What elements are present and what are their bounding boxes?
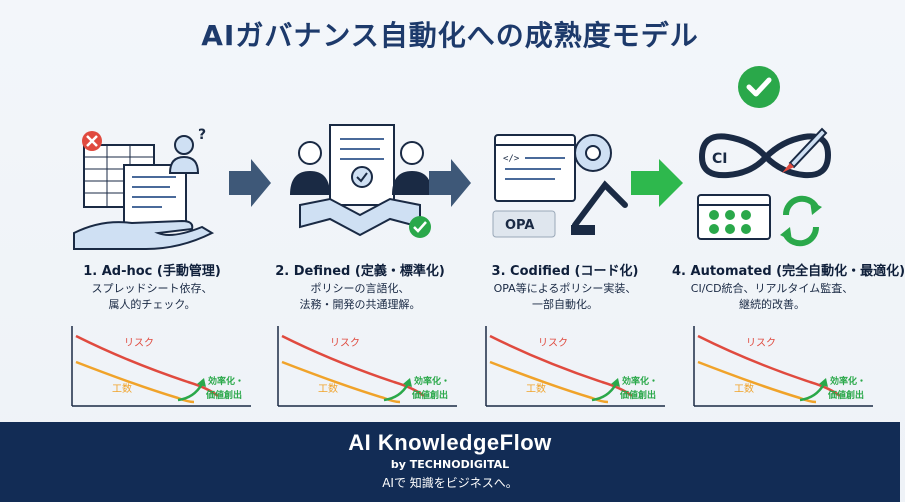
risk-label: リスク (330, 337, 360, 349)
stage-desc-line: 属人的チェック。 (108, 298, 196, 311)
risk-label: リスク (746, 337, 776, 349)
effort-label: 工数 (112, 382, 132, 395)
benefit-label: 価値創出 (411, 389, 448, 401)
page-title: AIガバナンス自動化への成熟度モデル (201, 19, 699, 52)
svg-text:</>: </> (503, 154, 520, 164)
mini-trend-chart: リスク 工数 効率化・ 価値創出 (277, 326, 457, 407)
risk-label: リスク (124, 337, 154, 349)
benefit-label: 効率化・ (414, 375, 450, 387)
mini-trend-chart: リスク 工数 効率化・ 価値創出 (485, 326, 665, 407)
stage-desc: ポリシーの言語化、 法務・開発の共通理解。 (260, 281, 460, 313)
stage-desc-line: スプレッドシート依存、 (91, 282, 213, 295)
svg-text:?: ? (198, 127, 206, 143)
ci-label: CI (712, 151, 727, 167)
stage-desc: OPA等によるポリシー実装、 一部自動化。 (465, 281, 665, 313)
stage-desc: スプレッドシート依存、 属人的チェック。 (52, 281, 252, 313)
benefit-label: 価値創出 (205, 389, 242, 401)
effort-label: 工数 (318, 382, 338, 395)
effort-label: 工数 (734, 382, 754, 395)
spreadsheet-hand-icon: ? (73, 127, 215, 250)
stage-title: 3. Codified (コード化) (491, 264, 639, 279)
effort-label: 工数 (526, 382, 546, 395)
stage-desc-line: OPA等によるポリシー実装、 (493, 282, 637, 295)
stage-desc-line: 法務・開発の共通理解。 (299, 298, 421, 311)
benefit-label: 効率化・ (622, 375, 658, 387)
arrow-right-green-icon (631, 159, 683, 207)
brand-byline: by TECHNODIGITAL (390, 458, 510, 471)
brand-tagline: AIで 知識をビジネスへ。 (382, 476, 518, 490)
ci-rocket-sync-icon: CI (697, 127, 832, 247)
arrow-right-icon (229, 159, 271, 207)
stage-desc: CI/CD統合、リアルタイム監査、 継続的改善。 (672, 281, 872, 313)
mini-trend-chart: リスク 工数 効率化・ 価値創出 (693, 326, 873, 407)
stage-desc-line: ポリシーの言語化、 (310, 282, 410, 295)
brand-name: AI KnowledgeFlow (348, 430, 552, 455)
stage-title: 2. Defined (定義・標準化) (275, 264, 445, 279)
opa-label: OPA (505, 218, 534, 233)
benefit-label: 効率化・ (208, 375, 244, 387)
stage-title: 1. Ad-hoc (手動管理) (83, 264, 221, 279)
code-gear-robot-icon: </> OPA (492, 134, 628, 238)
stage-desc-line: 継続的改善。 (739, 298, 805, 311)
stage-desc-line: 一部自動化。 (532, 298, 598, 311)
mini-trend-chart: リスク 工数 効率化・ 価値創出 (71, 326, 251, 407)
stage-desc-line: CI/CD統合、リアルタイム監査、 (690, 282, 854, 295)
arrow-right-icon (429, 159, 471, 207)
benefit-label: 価値創出 (827, 389, 864, 401)
benefit-label: 価値創出 (619, 389, 656, 401)
footer-bar: AI KnowledgeFlow by TECHNODIGITAL AIで 知識… (0, 422, 900, 502)
handshake-document-icon (290, 124, 432, 238)
stage-title: 4. Automated (完全自動化・最適化) (672, 264, 905, 279)
risk-label: リスク (538, 337, 568, 349)
benefit-label: 効率化・ (830, 375, 866, 387)
check-circle-icon (738, 66, 780, 108)
